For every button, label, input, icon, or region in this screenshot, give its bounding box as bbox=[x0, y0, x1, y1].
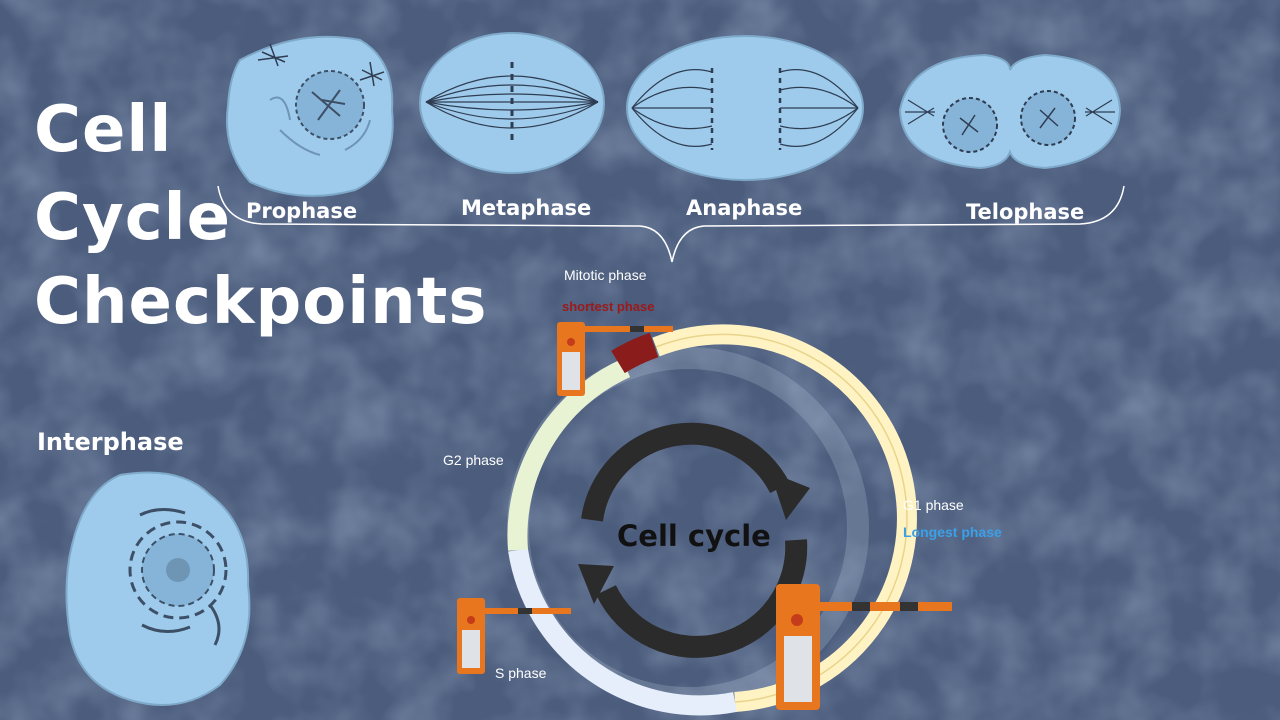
cycle-arrowhead-left bbox=[578, 564, 614, 604]
cell-cycle-center-label: Cell cycle bbox=[617, 519, 771, 553]
mitotic-phase-note: shortest phase bbox=[562, 299, 655, 314]
mitotic-arc bbox=[611, 332, 659, 374]
metaphase-cell bbox=[419, 32, 605, 174]
interphase-cell bbox=[65, 471, 251, 706]
prophase-label: Prophase bbox=[246, 199, 358, 223]
g2-arc bbox=[507, 358, 631, 551]
checkpoint-gate-g1 bbox=[776, 584, 952, 710]
anaphase-label: Anaphase bbox=[686, 196, 803, 220]
telophase-label: Telophase bbox=[966, 200, 1085, 224]
anaphase-cell bbox=[626, 35, 864, 181]
s-arc bbox=[508, 548, 737, 716]
mitotic-phase-label: Mitotic phase bbox=[564, 267, 647, 283]
interphase-label: Interphase bbox=[37, 428, 184, 456]
title-line-2: Cycle bbox=[34, 181, 231, 255]
g1-phase-label: G1 phase bbox=[903, 497, 964, 513]
g1-phase-note: Longest phase bbox=[903, 524, 1002, 540]
mitosis-brace bbox=[217, 185, 1125, 263]
checkpoint-gate-s bbox=[457, 598, 571, 674]
cycle-arrowhead-right bbox=[770, 472, 810, 520]
title-line-3: Checkpoints bbox=[34, 265, 488, 339]
g2-phase-label: G2 phase bbox=[443, 452, 504, 468]
telophase-cell bbox=[898, 53, 1122, 170]
prophase-cell bbox=[225, 35, 394, 197]
s-phase-label: S phase bbox=[495, 665, 547, 681]
cycle-arrows bbox=[581, 422, 808, 658]
title-line-1: Cell bbox=[34, 93, 173, 167]
metaphase-label: Metaphase bbox=[461, 196, 592, 220]
checkpoint-gate-g2m bbox=[557, 322, 673, 396]
